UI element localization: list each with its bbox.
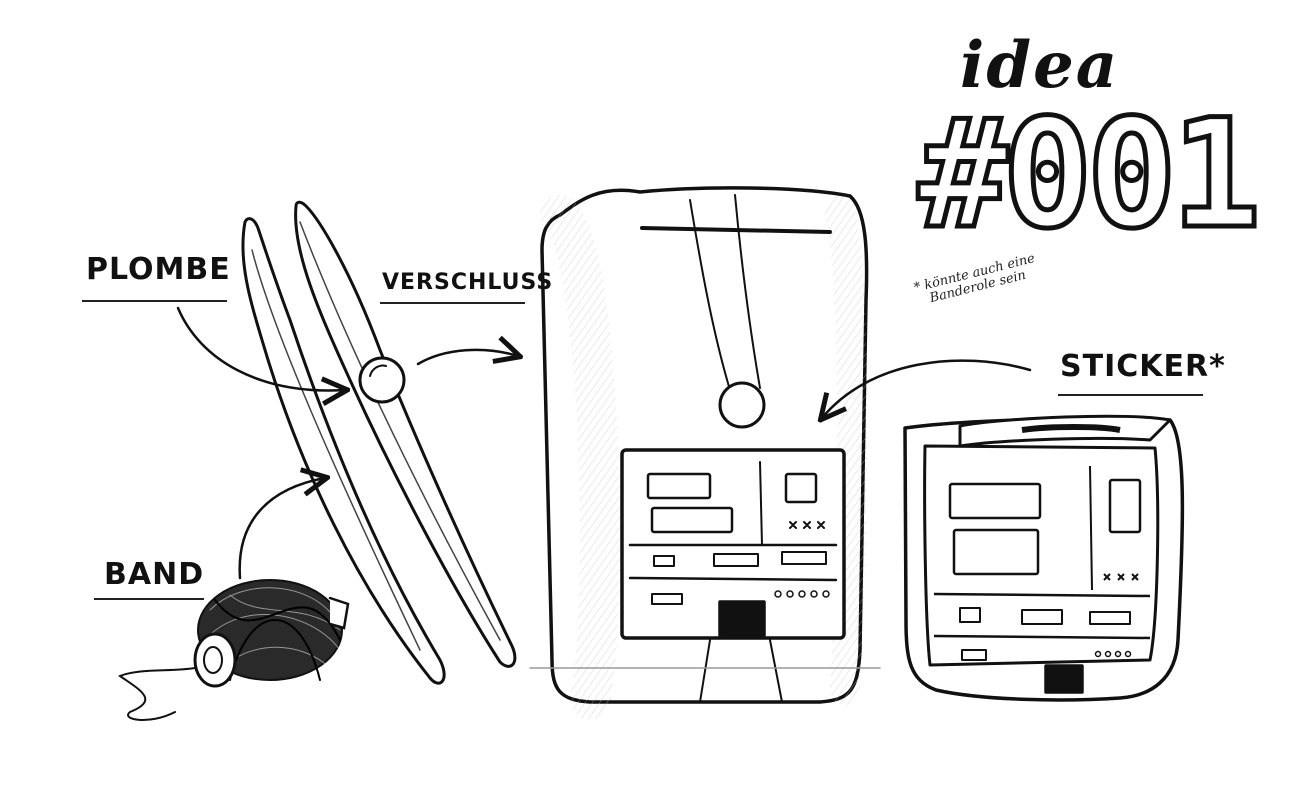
underline-band [94, 598, 204, 600]
underline-plombe [82, 300, 227, 302]
arrow-band [238, 478, 325, 580]
label-verschluss: VERSCHLUSS [382, 270, 554, 295]
arrow-plombe [176, 306, 345, 390]
band-spool-drawing [117, 579, 350, 721]
sticker-container-drawing [903, 414, 1185, 702]
title-word: idea [960, 28, 1120, 103]
annotation-arrows [176, 306, 1032, 580]
label-sticker: STICKER* [1060, 349, 1226, 384]
label-plombe: PLOMBE [86, 252, 231, 287]
underline-verschluss [380, 302, 525, 304]
underline-sticker [1058, 394, 1203, 396]
bag-drawing [529, 186, 881, 720]
arrow-sticker [822, 359, 1032, 418]
label-band: BAND [104, 557, 205, 592]
arrow-verschluss [416, 350, 518, 366]
title-number: #001 [915, 88, 1263, 262]
